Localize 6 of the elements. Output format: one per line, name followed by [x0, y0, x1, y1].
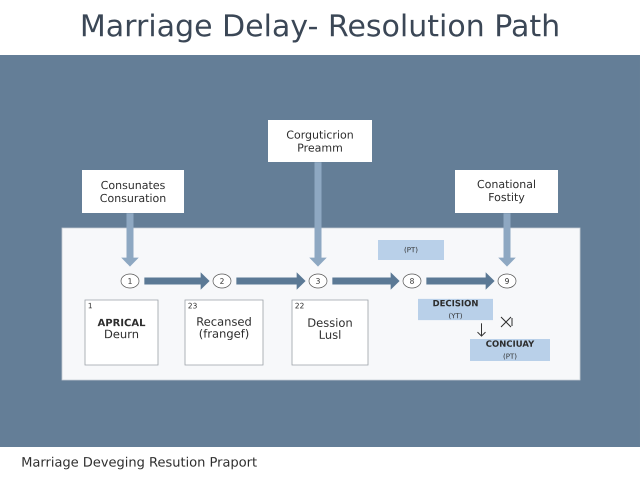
arrow	[477, 322, 486, 337]
footer-text: Marriage Deveging Resution Praport	[22, 456, 257, 470]
title: Marriage Delay- Resolution Path	[82, 14, 558, 43]
label-box: Corguticrion Preamm	[268, 120, 372, 162]
label-box: Conational Fostity	[455, 170, 558, 213]
label-box: Consunates Consuration	[82, 170, 184, 213]
